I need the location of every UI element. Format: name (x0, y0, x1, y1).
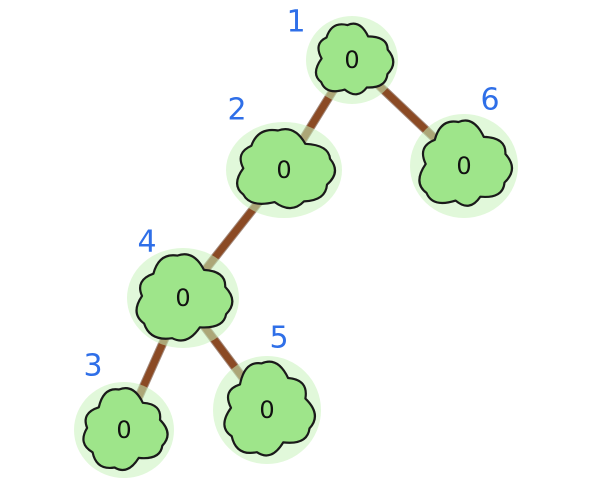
node-index-label-6: 6 (480, 83, 499, 118)
tree-node-4: 04 (127, 225, 239, 348)
tree-node-5: 05 (213, 321, 321, 464)
node-value-3: 0 (116, 416, 131, 444)
node-value-1: 0 (344, 46, 359, 74)
node-foliage-6 (418, 119, 514, 207)
node-index-label-1: 1 (286, 5, 305, 40)
node-value-4: 0 (175, 284, 190, 312)
node-foliage-4 (135, 253, 234, 342)
node-foliage-1 (314, 22, 395, 96)
node-value-2: 0 (276, 156, 291, 184)
node-foliage-2 (236, 128, 336, 210)
node-index-label-4: 4 (137, 225, 156, 260)
tree-node-6: 06 (410, 83, 518, 218)
tree-node-2: 02 (226, 93, 342, 218)
node-index-label-5: 5 (269, 321, 288, 356)
node-foliage-5 (223, 360, 316, 457)
tree-node-3: 03 (74, 349, 174, 478)
node-value-5: 0 (259, 396, 274, 424)
node-value-6: 0 (456, 152, 471, 180)
node-foliage-3 (82, 387, 169, 471)
tree-node-1: 01 (286, 5, 398, 104)
node-index-label-3: 3 (83, 349, 102, 384)
node-index-label-2: 2 (227, 93, 246, 128)
